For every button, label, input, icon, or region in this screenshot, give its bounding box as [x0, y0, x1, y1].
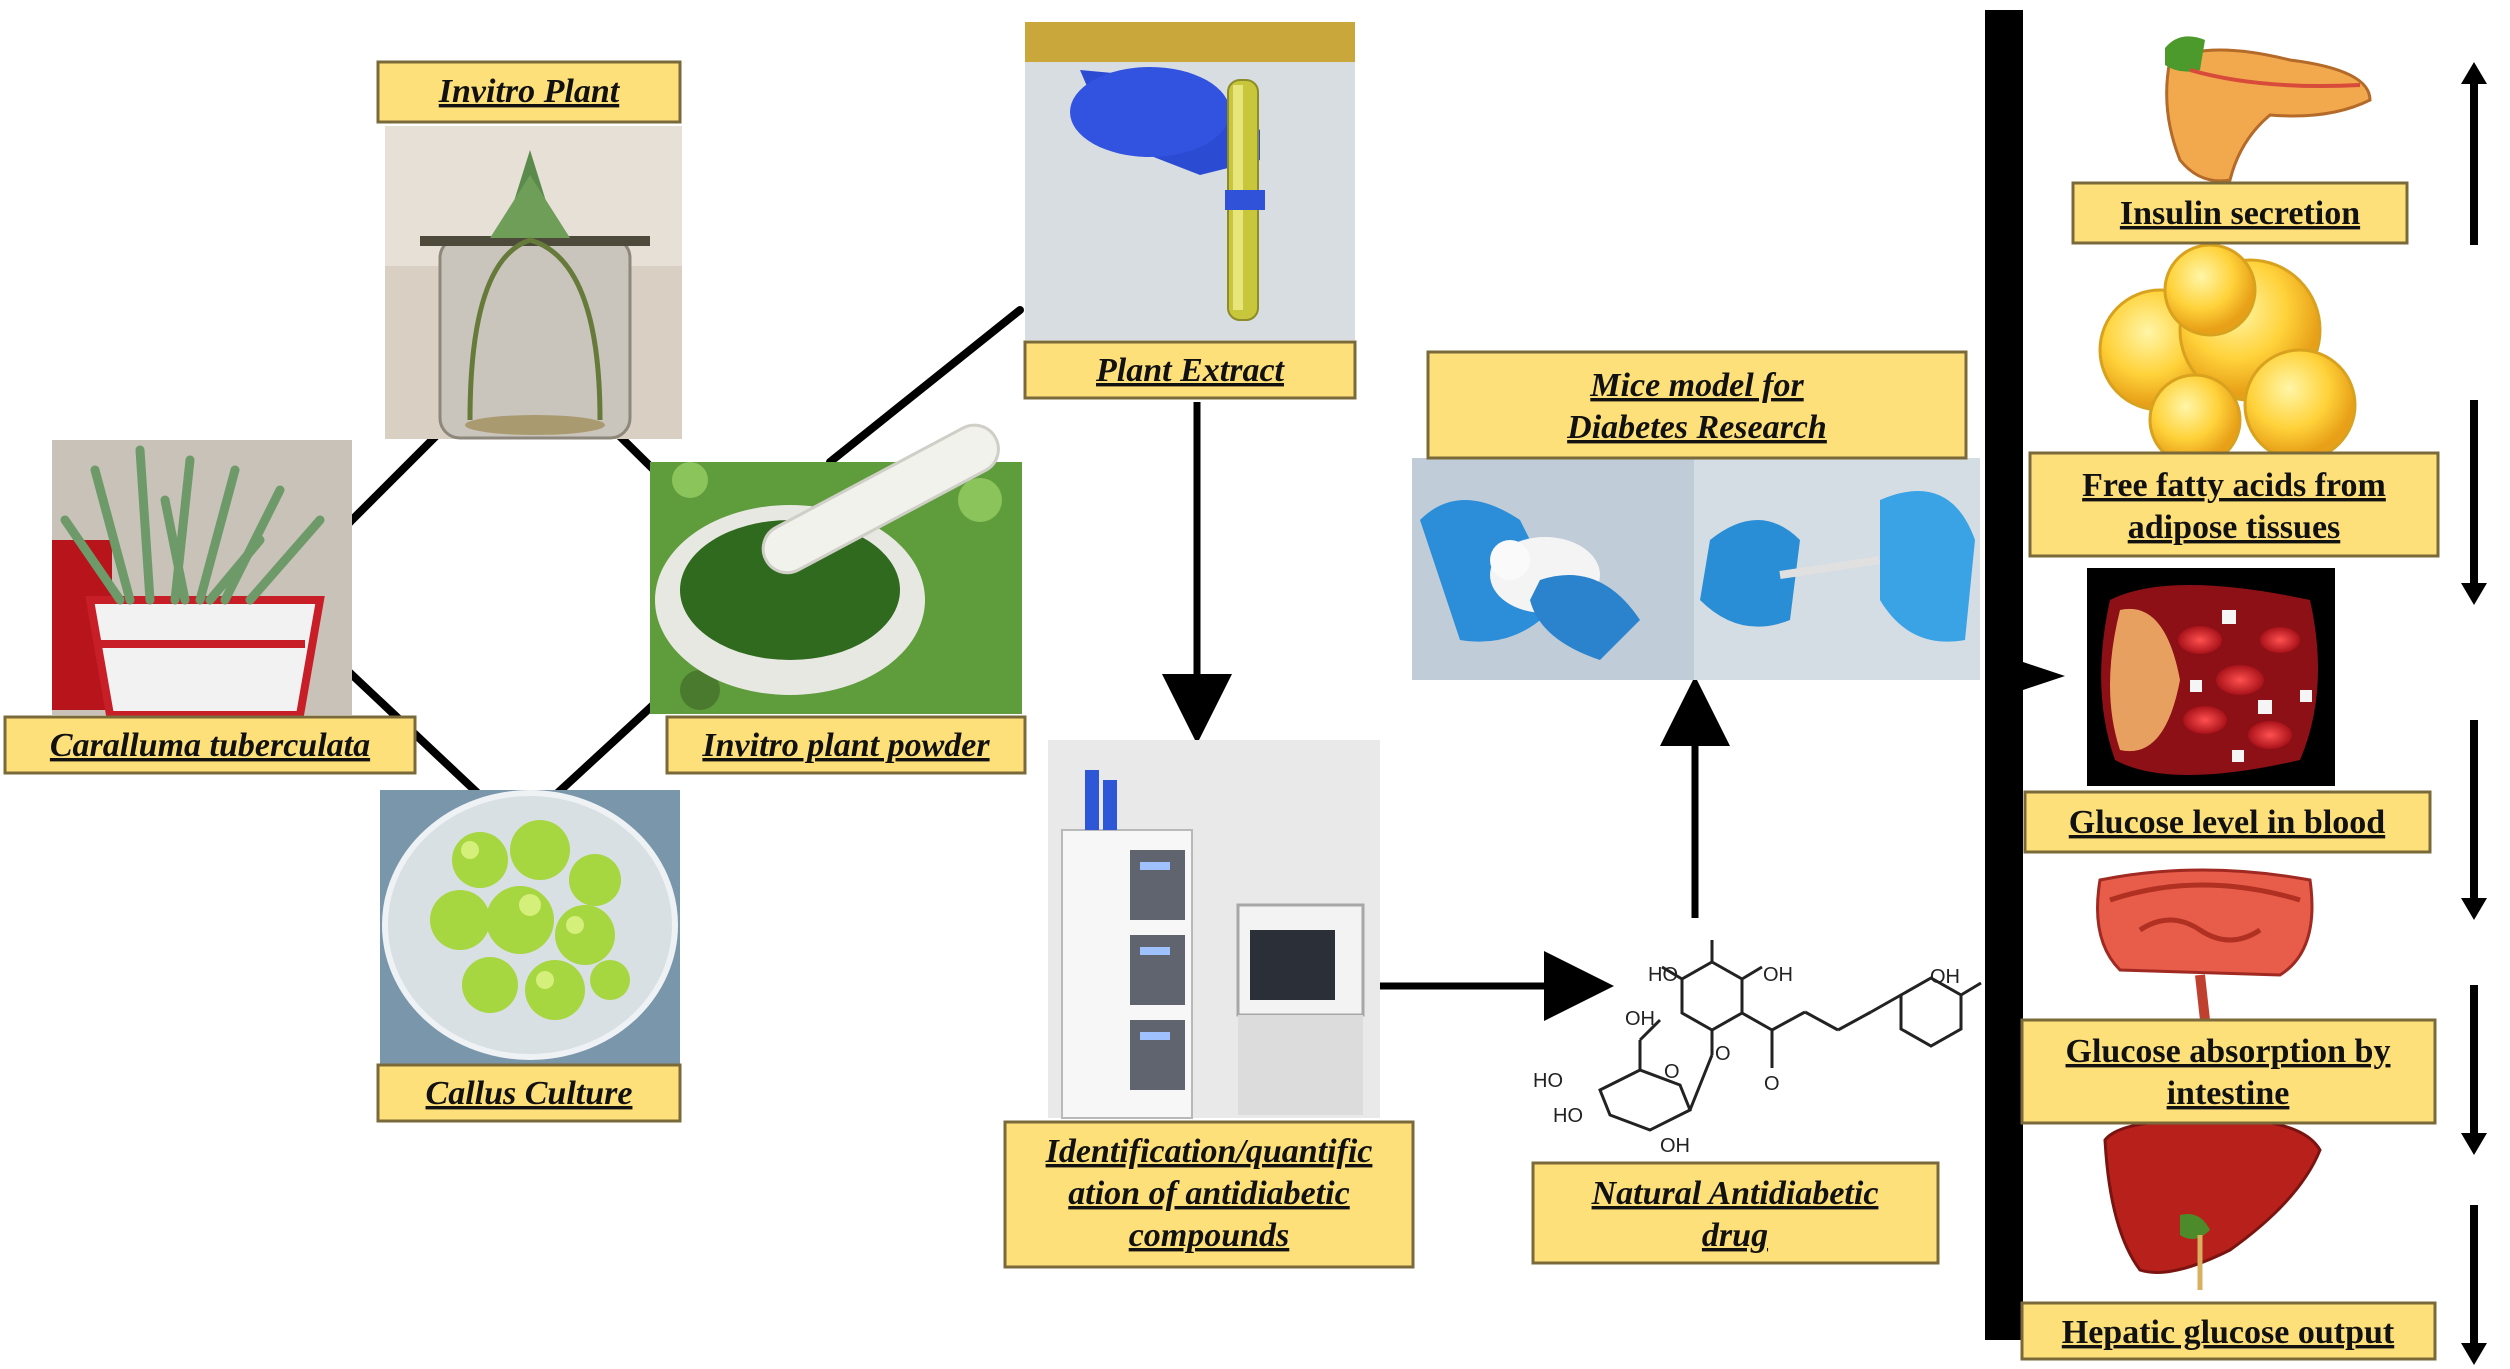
- label-invitro-powder: Invitro plant powder: [665, 715, 1027, 775]
- label-ffa-line2: adipose tissues: [2128, 509, 2341, 546]
- label-plant-extract-text: Plant Extract: [1095, 352, 1286, 389]
- chem-oh-top: OH: [1763, 964, 1793, 986]
- label-natural-drug: Natural Antidiabetic drug: [1531, 1161, 1940, 1265]
- label-identification-line3: compounds: [1129, 1217, 1290, 1254]
- label-insulin-text: Insulin secretion: [2120, 195, 2360, 232]
- blood-vessel-icon: [2087, 568, 2335, 786]
- label-absorption-line1: Glucose absorption by: [2066, 1033, 2391, 1070]
- label-caralluma-text: Caralluma tuberculata: [50, 727, 370, 764]
- label-natural-drug-line2: drug: [1702, 1217, 1768, 1254]
- label-identification-line2: ation of antidiabetic: [1068, 1175, 1349, 1212]
- label-hepatic-output: Hepatic glucose output: [2020, 1301, 2437, 1361]
- effect-arrow-insulin: [2461, 62, 2487, 245]
- label-callus-culture: Callus Culture: [376, 1063, 682, 1123]
- label-mice-model: Mice model for Diabetes Research: [1426, 350, 1968, 460]
- label-identification-line1: Identification/quantific: [1045, 1133, 1373, 1170]
- flow-arrows: [1162, 402, 1730, 1021]
- pancreas-icon: [2165, 36, 2372, 183]
- label-glucose-absorption: Glucose absorption by intestine: [2020, 1018, 2437, 1125]
- label-absorption-line2: intestine: [2167, 1075, 2290, 1112]
- mice-injection-photo: [1412, 458, 1980, 680]
- label-insulin-secretion: Insulin secretion: [2071, 181, 2409, 245]
- chem-o-ring: O: [1664, 1061, 1680, 1083]
- line-powder-to-extract: [826, 306, 1024, 466]
- label-callus-culture-text: Callus Culture: [426, 1075, 633, 1112]
- intestine-icon: [2096, 868, 2314, 1021]
- phlorizin-atoms: HO OH OH OH HO HO OH O O O: [1533, 964, 1960, 1157]
- label-hepatic-text: Hepatic glucose output: [2062, 1314, 2395, 1351]
- phlorizin-structure: [1598, 940, 1982, 1132]
- plant-extract-tube-photo: [1025, 22, 1355, 340]
- chem-ho-sugar2: HO: [1553, 1105, 1583, 1127]
- label-glucose-blood: Glucose level in blood: [2023, 790, 2432, 854]
- chem-o-link: O: [1715, 1043, 1731, 1065]
- liver-icon: [2103, 1117, 2322, 1290]
- chem-oh-sugar: OH: [1625, 1008, 1655, 1030]
- effect-arrow-hepatic: [2461, 1205, 2487, 1365]
- label-plant-extract: Plant Extract: [1023, 340, 1357, 400]
- effects-bar-pointer: [2023, 662, 2065, 690]
- effect-arrows: [2461, 62, 2487, 1365]
- hplc-instrument-photo: [1048, 740, 1380, 1119]
- label-free-fatty-acids: Free fatty acids from adipose tissues: [2028, 451, 2440, 558]
- label-caralluma: Caralluma tuberculata: [3, 715, 417, 775]
- label-ffa-line1: Free fatty acids from: [2082, 467, 2386, 504]
- label-mice-line1: Mice model for: [1589, 367, 1804, 404]
- effects-bar: [1985, 10, 2023, 1340]
- label-glucose-blood-text: Glucose level in blood: [2069, 804, 2386, 841]
- chem-o-keto: O: [1764, 1073, 1780, 1095]
- label-invitro-powder-text: Invitro plant powder: [701, 727, 990, 764]
- effect-arrow-ffa: [2461, 400, 2487, 605]
- mortar-pestle-powder-photo: [650, 423, 1022, 714]
- chem-oh-right: OH: [1930, 966, 1960, 988]
- label-invitro-plant-text: Invitro Plant: [438, 73, 621, 110]
- effect-arrow-absorption: [2461, 985, 2487, 1155]
- caralluma-pot-photo: [52, 440, 352, 719]
- callus-petri-dish-photo: [380, 790, 680, 1065]
- label-invitro-plant: Invitro Plant: [376, 60, 682, 124]
- chem-oh-bottom: OH: [1660, 1135, 1690, 1157]
- chem-ho-sugar1: HO: [1533, 1070, 1563, 1092]
- effect-arrow-glucose-blood: [2461, 720, 2487, 920]
- label-identification: Identification/quantific ation of antidi…: [1003, 1120, 1415, 1269]
- adipose-cells-icon: [2098, 243, 2357, 467]
- chem-ho-top: HO: [1648, 964, 1678, 986]
- label-mice-line2: Diabetes Research: [1566, 409, 1827, 446]
- label-natural-drug-line1: Natural Antidiabetic: [1591, 1175, 1879, 1212]
- invitro-plant-photo: [385, 126, 682, 440]
